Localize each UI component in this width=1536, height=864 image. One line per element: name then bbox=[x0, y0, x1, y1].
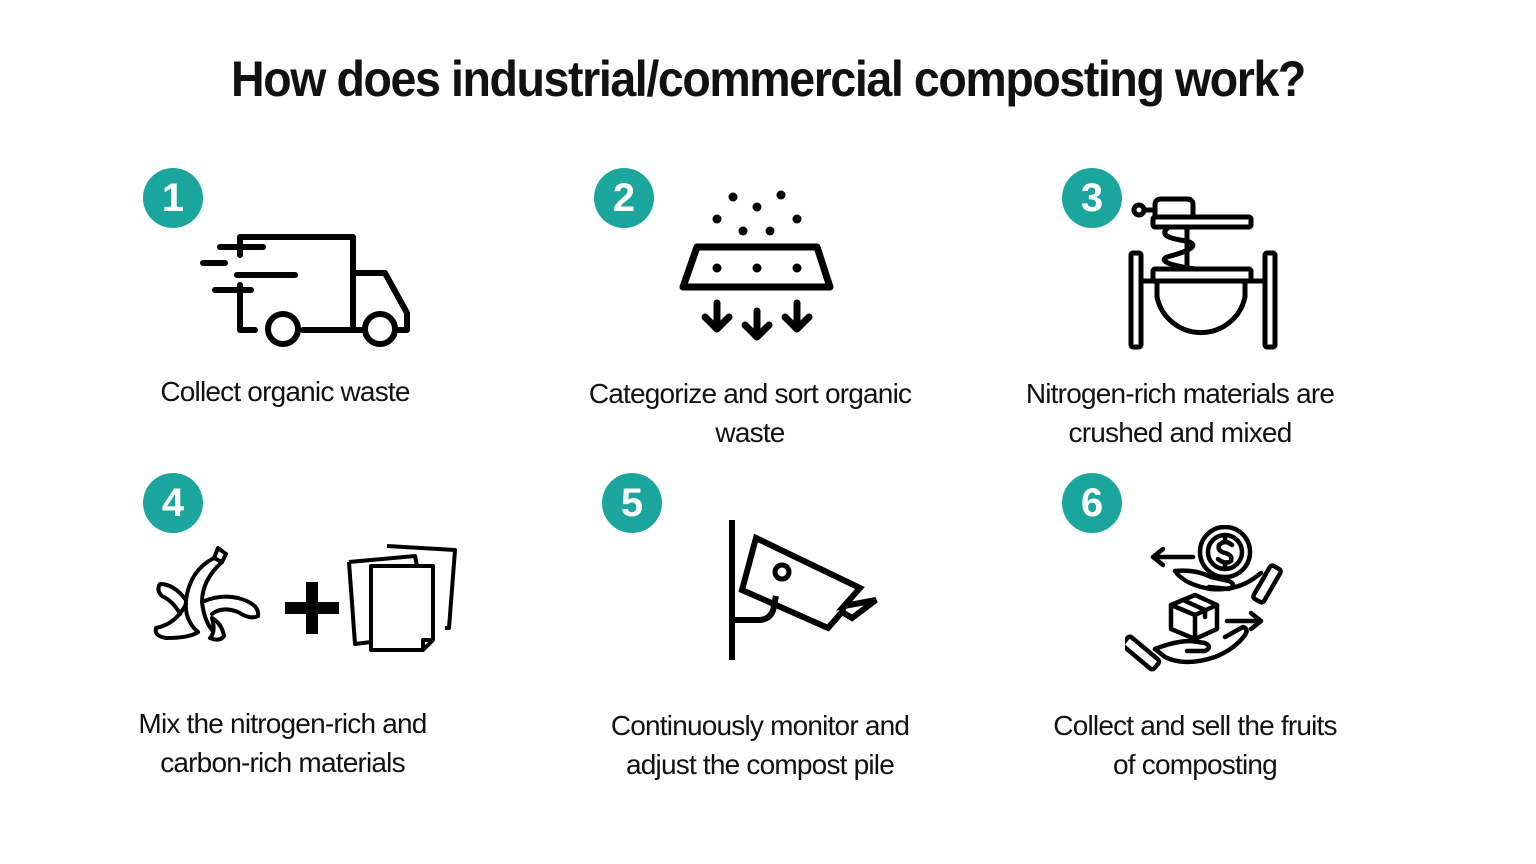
plus-icon bbox=[285, 582, 339, 634]
step-label: Categorize and sort organic waste bbox=[588, 378, 912, 448]
page-title: How does industrial/commercial compostin… bbox=[231, 51, 1306, 107]
step-number-badge: 2 bbox=[594, 168, 654, 228]
step-label: Mix the nitrogen-rich and carbon-rich ma… bbox=[138, 708, 427, 778]
delivery-truck-icon bbox=[200, 234, 410, 347]
exchange-sell-icon bbox=[1125, 525, 1283, 672]
step-label: Continuously monitor and adjust the comp… bbox=[610, 710, 910, 780]
paper-stack-icon bbox=[347, 544, 457, 652]
sieve-sort-icon bbox=[679, 190, 834, 341]
step-label: Collect organic waste bbox=[160, 376, 410, 407]
mixer-crusher-icon bbox=[1128, 196, 1278, 350]
monitoring-camera-icon bbox=[729, 520, 878, 660]
step-label: Nitrogen-rich materials are crushed and … bbox=[1025, 378, 1335, 448]
step-number-badge: 6 bbox=[1062, 473, 1122, 533]
step-number-badge: 3 bbox=[1062, 168, 1122, 228]
step-label: Collect and sell the fruits of compostin… bbox=[1053, 710, 1337, 780]
banana-peel-icon bbox=[153, 546, 261, 642]
step-number-badge: 4 bbox=[143, 473, 203, 533]
step-number-badge: 1 bbox=[143, 168, 203, 228]
step-number-badge: 5 bbox=[602, 473, 662, 533]
